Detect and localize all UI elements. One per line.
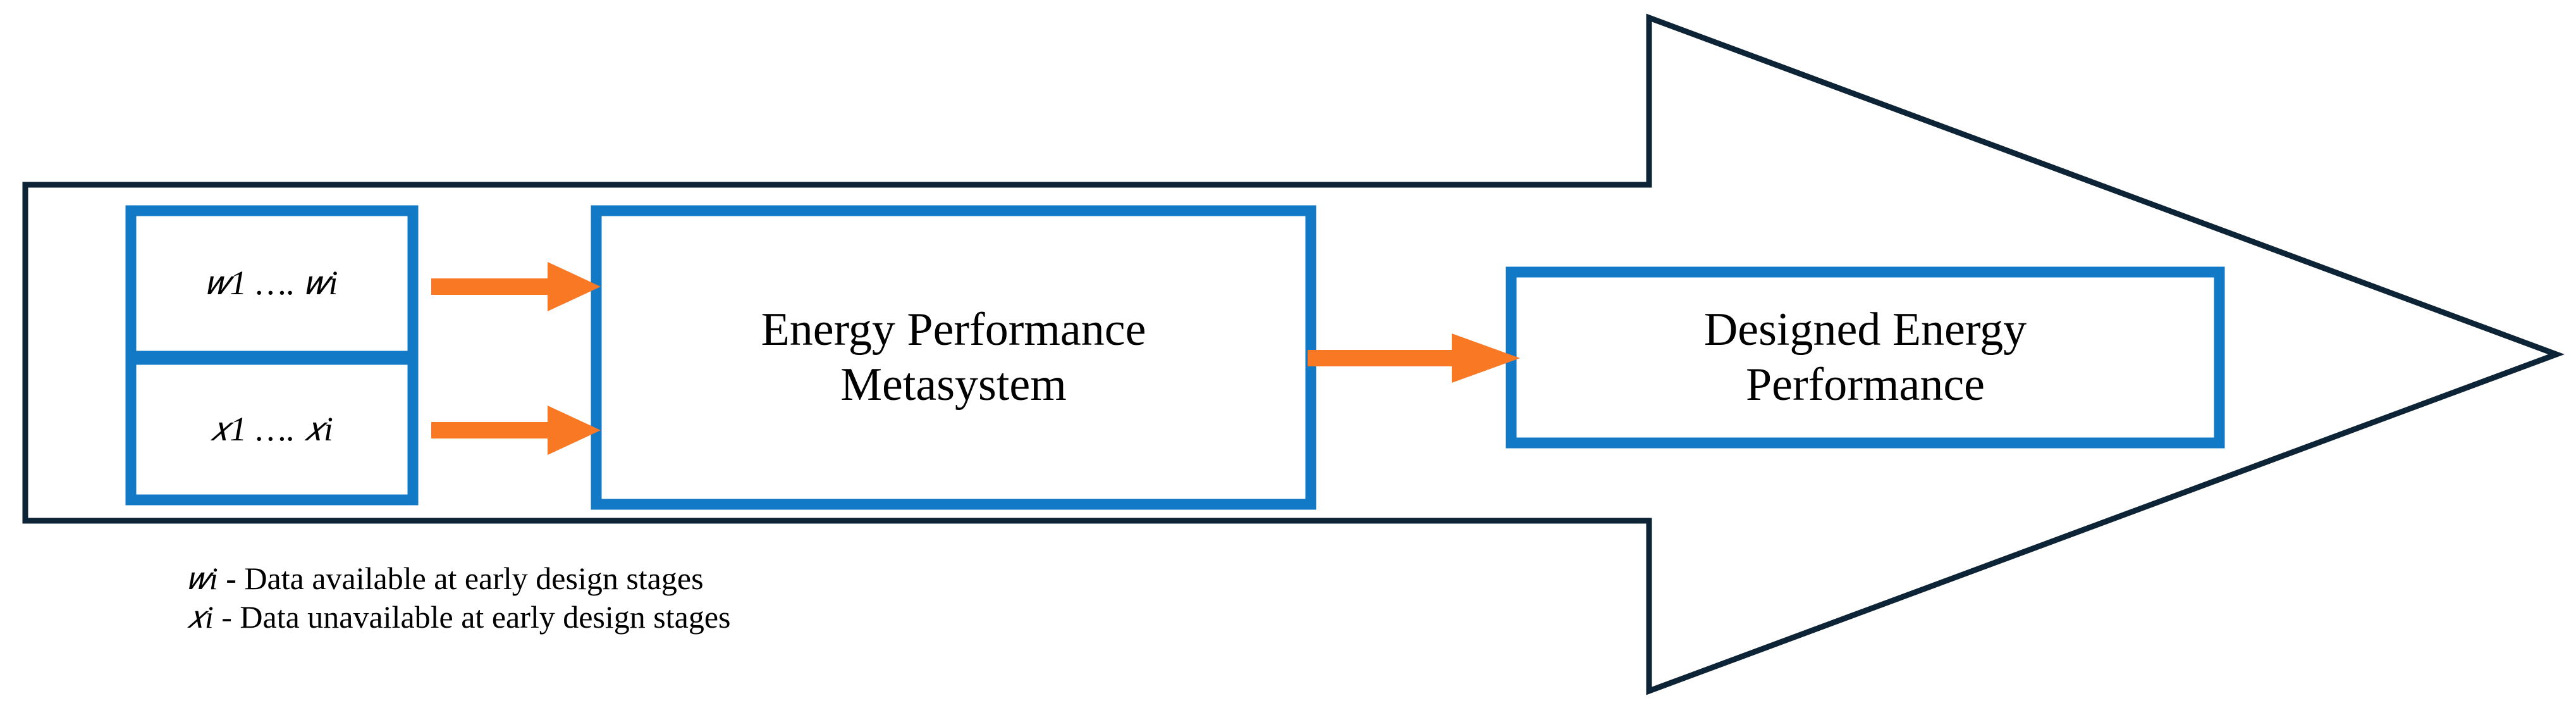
legend-line-2: 𝑥i - Data unavailable at early design st… xyxy=(187,598,730,637)
metasystem-box-rect[interactable] xyxy=(591,205,1316,510)
legend-text-x: - Data unavailable at early design stage… xyxy=(213,599,731,635)
legend: 𝑤i - Data available at early design stag… xyxy=(187,559,730,637)
unavailable-data-box-rect[interactable] xyxy=(125,354,419,506)
output-box-rect[interactable] xyxy=(1506,266,2225,449)
legend-text-w: - Data available at early design stages xyxy=(218,561,704,596)
available-data-box-rect[interactable] xyxy=(125,205,419,362)
arrow-metasystem-to-output xyxy=(1308,333,1520,383)
legend-symbol-x: 𝑥i xyxy=(187,599,214,635)
arrow-w-to-metasystem xyxy=(431,262,601,311)
legend-line-1: 𝑤i - Data available at early design stag… xyxy=(187,559,730,598)
legend-symbol-w: 𝑤i xyxy=(187,561,218,596)
arrow-x-to-metasystem xyxy=(431,406,601,455)
